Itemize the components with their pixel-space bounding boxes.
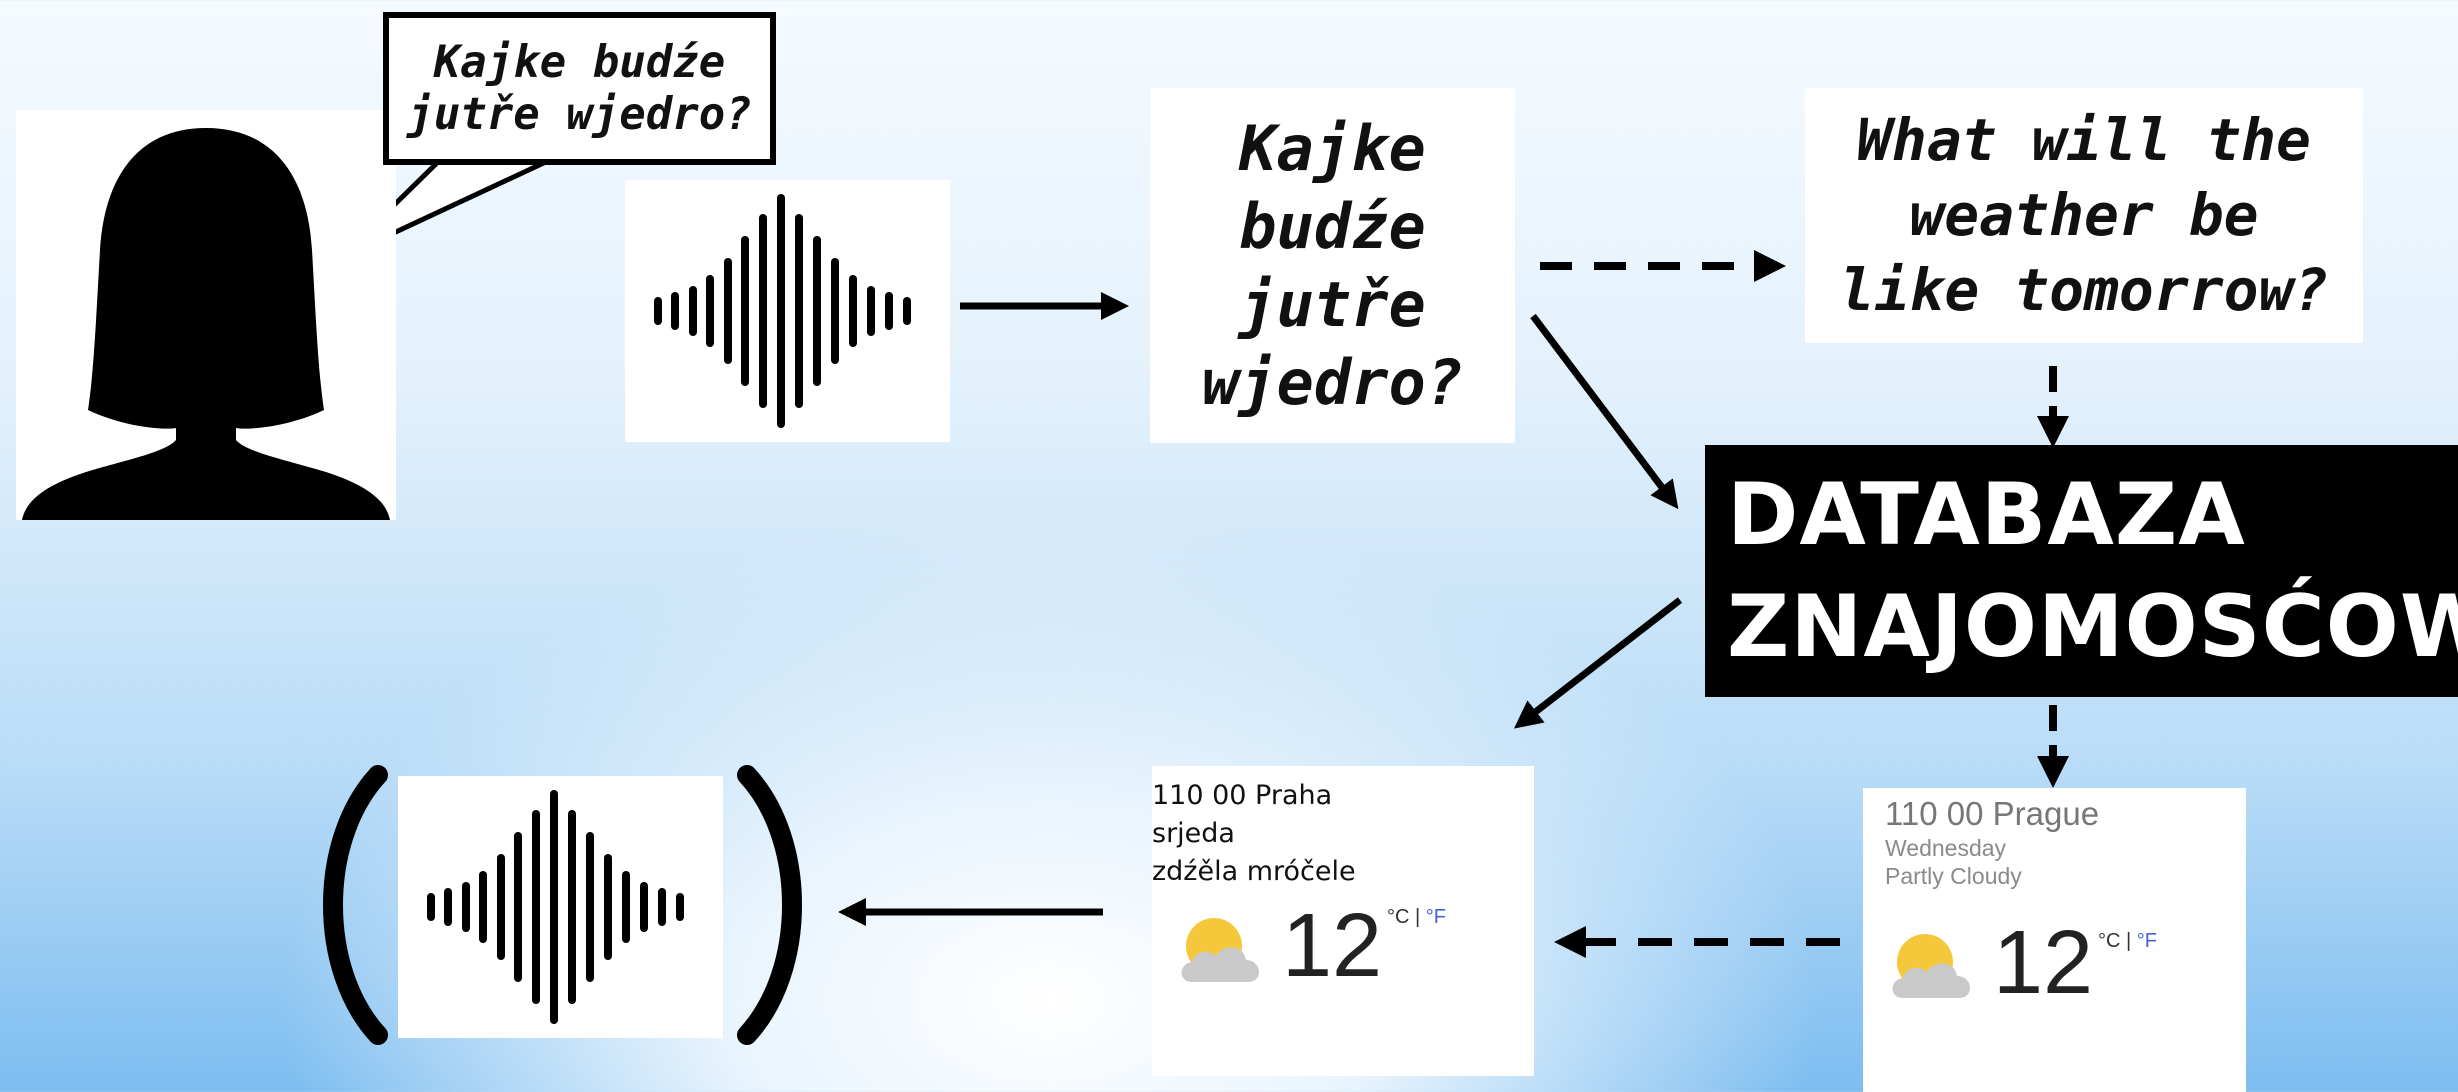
translation-line-1: What will the — [1857, 106, 2311, 174]
database-title-line-1: DATABAZA — [1727, 465, 2246, 565]
weather-hsb-location: 110 00 Praha — [1152, 780, 1333, 811]
transcript-line-4: wjedro? — [1201, 345, 1464, 419]
weather-en-day: Wednesday — [1885, 835, 2007, 861]
speech-bubble-line-2: jutře wjedro? — [407, 88, 752, 140]
translation-box: What will the weather be like tomorrow? — [1805, 88, 2363, 343]
fahrenheit-unit[interactable]: °F — [2136, 930, 2157, 952]
weather-hsb-day: srjeda — [1152, 818, 1235, 849]
weather-en-condition: Partly Cloudy — [1885, 863, 2022, 889]
celsius-unit[interactable]: °C — [1387, 906, 1410, 928]
transcript-line-3: jutře — [1239, 267, 1426, 341]
sound-wave-icon — [654, 194, 911, 428]
fahrenheit-unit[interactable]: °F — [1425, 906, 1446, 928]
arrow-database-to-hsb-card — [1513, 597, 1683, 729]
partly-cloudy-icon — [1181, 918, 1260, 982]
input-audio-panel — [625, 180, 950, 442]
unit-separator: | — [2126, 930, 2132, 952]
speaker-output-icon — [427, 790, 684, 1024]
speech-bubble: Kajke budźe jutře wjedro? — [383, 12, 776, 165]
transcript-line-1: Kajke — [1239, 111, 1426, 185]
weather-en-units: °C | °F — [2098, 930, 2157, 953]
person-silhouette-icon — [22, 128, 390, 520]
weather-en-location: 110 00 Prague — [1885, 795, 2100, 832]
unit-separator: | — [1415, 906, 1421, 928]
output-audio-panel — [398, 776, 723, 1038]
weather-card-english: 110 00 Prague Wednesday Partly Cloudy 12… — [1863, 788, 2246, 1092]
weather-card-upper-sorbian: 110 00 Praha srjeda zdźěla mróčele 12 °C… — [1152, 766, 1534, 1076]
transcript-box: Kajke budźe jutře wjedro? — [1150, 88, 1515, 443]
celsius-unit[interactable]: °C — [2098, 930, 2121, 952]
partly-cloudy-icon — [1892, 934, 1971, 998]
transcript-line-2: budźe — [1239, 189, 1426, 263]
weather-hsb-temperature: 12 — [1282, 896, 1383, 996]
speech-bubble-line-1: Kajke budźe — [433, 36, 726, 88]
database-title-line-2: ZNAJOMOSĆOW — [1727, 577, 2458, 677]
knowledge-database-block: DATABAZA ZNAJOMOSĆOW — [1705, 445, 2458, 697]
person-panel — [16, 110, 396, 520]
weather-en-temperature: 12 — [1993, 913, 2094, 1013]
translation-line-2: weather be — [1909, 181, 2259, 249]
left-parenthesis — [323, 765, 388, 1045]
arrow-transcript-to-database — [1530, 313, 1679, 510]
weather-hsb-units: °C | °F — [1387, 906, 1446, 929]
translation-line-3: like tomorrow? — [1839, 256, 2329, 324]
right-parenthesis — [737, 765, 802, 1045]
weather-hsb-condition: zdźěla mróčele — [1152, 856, 1356, 887]
